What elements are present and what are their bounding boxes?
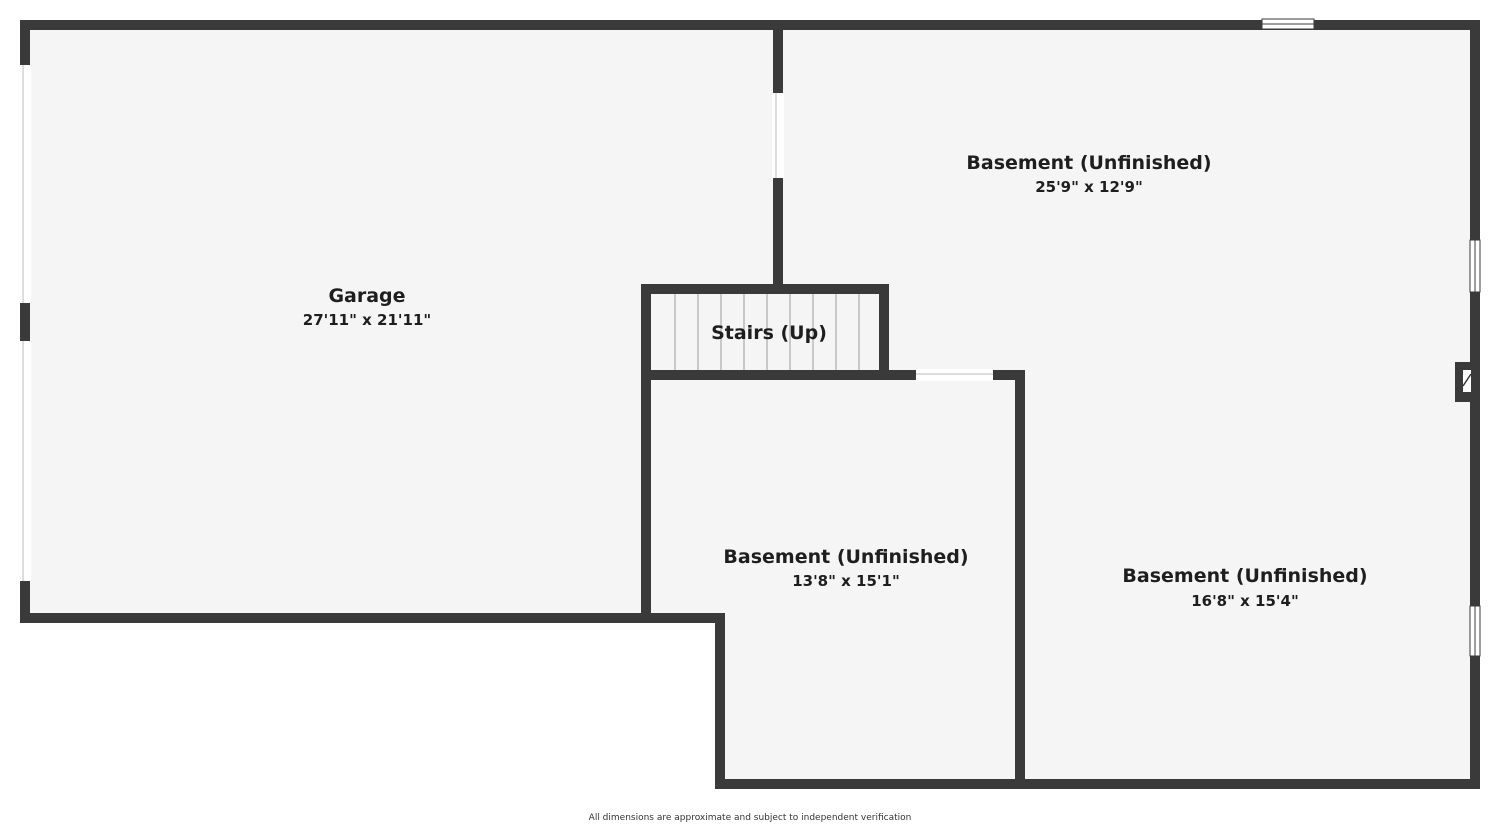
garage-label: Garage xyxy=(328,285,405,307)
upper-basement-label: Basement (Unfinished) xyxy=(966,152,1211,174)
interior-door-opening xyxy=(916,369,993,381)
upper-basement-floor xyxy=(778,25,1476,375)
right-basement-floor xyxy=(1020,375,1476,784)
stair-treads xyxy=(674,294,860,370)
openings xyxy=(19,18,1481,657)
stairs-label: Stairs (Up) xyxy=(711,322,827,344)
floor-areas xyxy=(25,25,1476,784)
middle-basement-label: Basement (Unfinished) xyxy=(723,546,968,568)
garage-door-opening xyxy=(19,65,31,303)
upper-basement-dimensions: 25'9" x 12'9" xyxy=(1035,178,1143,196)
right-basement-label: Basement (Unfinished) xyxy=(1122,565,1367,587)
room-labels: Garage 27'11" x 21'11" Stairs (Up) Basem… xyxy=(303,152,1368,610)
middle-basement-dimensions: 13'8" x 15'1" xyxy=(792,572,900,590)
middle-basement-floor-lower xyxy=(720,618,1020,784)
disclaimer-text: All dimensions are approximate and subje… xyxy=(588,813,912,823)
stairs-floor xyxy=(646,289,886,375)
garage-dimensions: 27'11" x 21'11" xyxy=(303,311,431,329)
middle-basement-floor xyxy=(646,375,1020,618)
interior-door-opening xyxy=(772,93,784,178)
garage-door-opening xyxy=(19,341,31,581)
right-basement-dimensions: 16'8" x 15'4" xyxy=(1191,592,1299,610)
